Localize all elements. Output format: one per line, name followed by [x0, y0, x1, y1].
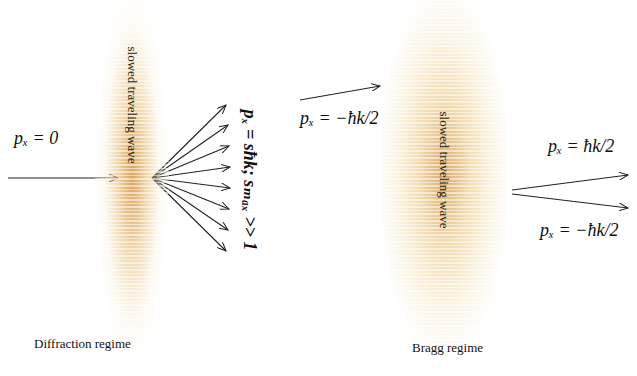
wave-band: slowed traveling wave [382, 0, 506, 346]
momentum-label: pₓ = ħk/2 [548, 136, 614, 157]
outgoing-bragg-beam [512, 194, 628, 208]
momentum-label: pₓ = −ħk/2 [300, 108, 378, 129]
outgoing-bragg-beam [512, 175, 628, 190]
incoming-bragg-beam [300, 86, 380, 100]
wave-band: slowed traveling wave [95, 0, 169, 352]
momentum-label: pₓ = −ħk/2 [540, 220, 618, 241]
momentum-label: pₓ = 0 [14, 128, 58, 149]
band-label: slowed traveling wave [436, 112, 452, 229]
regime-caption: Bragg regime [412, 340, 483, 356]
band-label: slowed traveling wave [124, 47, 140, 164]
regime-caption: Diffraction regime [34, 336, 131, 352]
momentum-label: pₓ = sħk; sₘₐₓ >> 1 [239, 109, 261, 250]
